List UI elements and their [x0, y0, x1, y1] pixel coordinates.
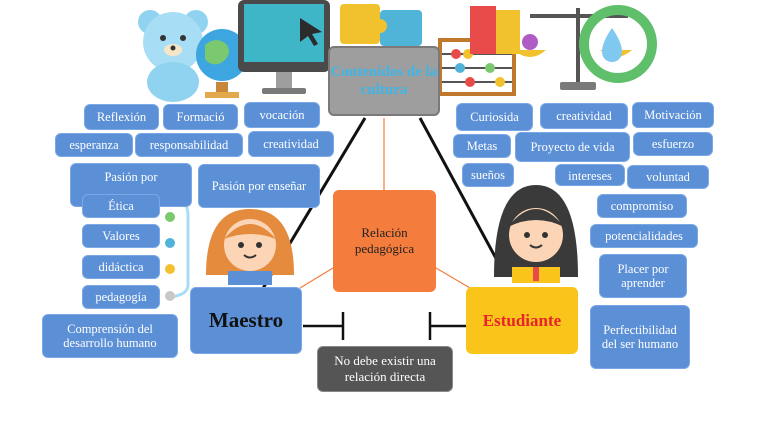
tag-voluntad: voluntad: [627, 165, 709, 189]
tag-responsabilidad: responsabilidad: [135, 133, 243, 157]
relation-box: Relación pedagógica: [333, 190, 436, 292]
tag-vocacion: vocación: [244, 102, 320, 128]
student-avatar: [488, 183, 584, 283]
tag-pasion-ensenar: Pasión por enseñar: [198, 164, 320, 208]
tag-comprension: Comprensión del desarrollo humano: [42, 314, 178, 358]
list-valores: Valores: [82, 224, 160, 248]
list-didactica: didáctica: [82, 255, 160, 279]
note-box: No debe existir una relación directa: [317, 346, 453, 392]
estudiante-box: Estudiante: [466, 287, 578, 354]
tag-curiosidad: Curiosida: [456, 103, 533, 131]
tag-placer-aprender: Placer por aprender: [599, 254, 687, 298]
tag-potencialidades: potencialidades: [590, 224, 698, 248]
list-etica: Ética: [82, 194, 160, 218]
maestro-box: Maestro: [190, 287, 302, 354]
tag-motivacion: Motivación: [632, 102, 714, 128]
tag-esperanza: esperanza: [55, 133, 133, 157]
tag-proyecto-vida: Proyecto de vida: [515, 132, 630, 162]
tag-perfectibilidad: Perfectibilidad del ser humano: [590, 305, 690, 369]
tag-esfuerzo: esfuerzo: [633, 132, 713, 156]
tag-compromiso: compromiso: [597, 194, 687, 218]
tag-formacion: Formació: [163, 104, 238, 130]
tag-metas: Metas: [453, 134, 511, 158]
center-title: Contenidos de la cultura: [328, 46, 440, 116]
teacher-avatar: [198, 205, 302, 285]
list-pedagogia: pedagogía: [82, 285, 160, 309]
tag-reflexion: Reflexión: [84, 104, 159, 130]
tag-creatividad-estudiante: creatividad: [540, 103, 628, 129]
tag-creatividad-maestro: creatividad: [248, 131, 334, 157]
